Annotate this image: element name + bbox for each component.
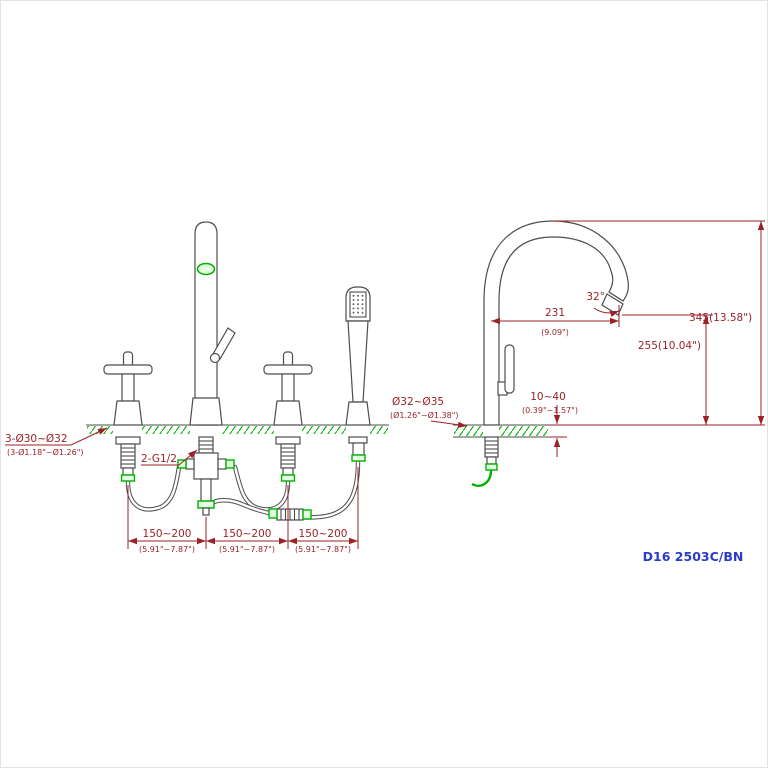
dim-spacing-1-inch: (5.91"~7.87") [139,545,195,554]
dim-spacing-1: 150~200 [143,528,192,540]
side-nut-green [485,463,498,471]
tee-body [193,452,219,480]
dim-spacing-2: 150~200 [223,528,272,540]
gooseneck-spout-profile [483,220,629,426]
side-lever-handle [504,344,515,394]
dim-spout-height: 255(10.04") [638,340,701,352]
supply-hoses [125,459,361,520]
hand-shower-front [345,286,371,462]
spout-outlet-green [196,262,216,276]
dim-mounting-holes-inch: (3-Ø1.18"~Ø1.26") [7,447,84,457]
dim-spacing-2-inch: (5.91"~7.87") [219,545,275,554]
down-pipe [200,478,212,502]
dim-total-height: 345(13.58") [689,312,752,324]
shower-shank [352,442,365,456]
part-number: D16 2503C/BN [643,549,744,564]
tee-nut-right-green [225,459,235,469]
pipe-tip [202,507,210,516]
dim-spacing-3-inch: (5.91"~7.87") [295,545,351,554]
coupling-green [302,509,312,520]
dim-deck-thickness: 10~40 [530,391,566,403]
dim-spout-hole-inch: (Ø1.26"~Ø1.38") [390,410,459,420]
coupling-green [268,508,278,519]
tee-nut-left-green [177,459,187,469]
dim-thread: 2-G1/2 [141,453,177,465]
shower-holder-escutcheon [345,401,371,426]
spout-column [194,221,218,426]
side-view [453,220,629,487]
dim-tip-angle: 32° [586,291,605,303]
side-shank [484,436,499,458]
dim-spacing-3: 150~200 [299,528,348,540]
spout-front [177,221,236,516]
dim-deck-thickness-inch: (0.39"~1.57") [522,406,578,415]
shower-nut-green [351,454,366,462]
dim-reach-inch: (9.09") [541,328,569,337]
tee-port-left [185,458,195,470]
shower-locknut [348,436,368,444]
dim-reach: 231 [545,307,565,319]
pipe-nut-green [197,500,215,509]
side-fitting [486,456,497,465]
front-view [86,221,389,521]
spout-escutcheon [189,397,223,426]
dimensions: 150~200 (5.91"~7.87") 150~200 (5.91"~7.8… [5,220,765,554]
spray-face [349,291,367,318]
dim-spout-hole: Ø32~Ø35 [392,396,444,408]
lever-pivot [209,352,221,364]
shower-handle [347,320,369,403]
cold-valve [263,351,313,482]
hose-fittings [268,508,312,521]
dim-mounting-holes: 3-Ø30~Ø32 [5,433,68,445]
tee-port-right [217,458,227,470]
supply-hose-green [471,469,493,487]
